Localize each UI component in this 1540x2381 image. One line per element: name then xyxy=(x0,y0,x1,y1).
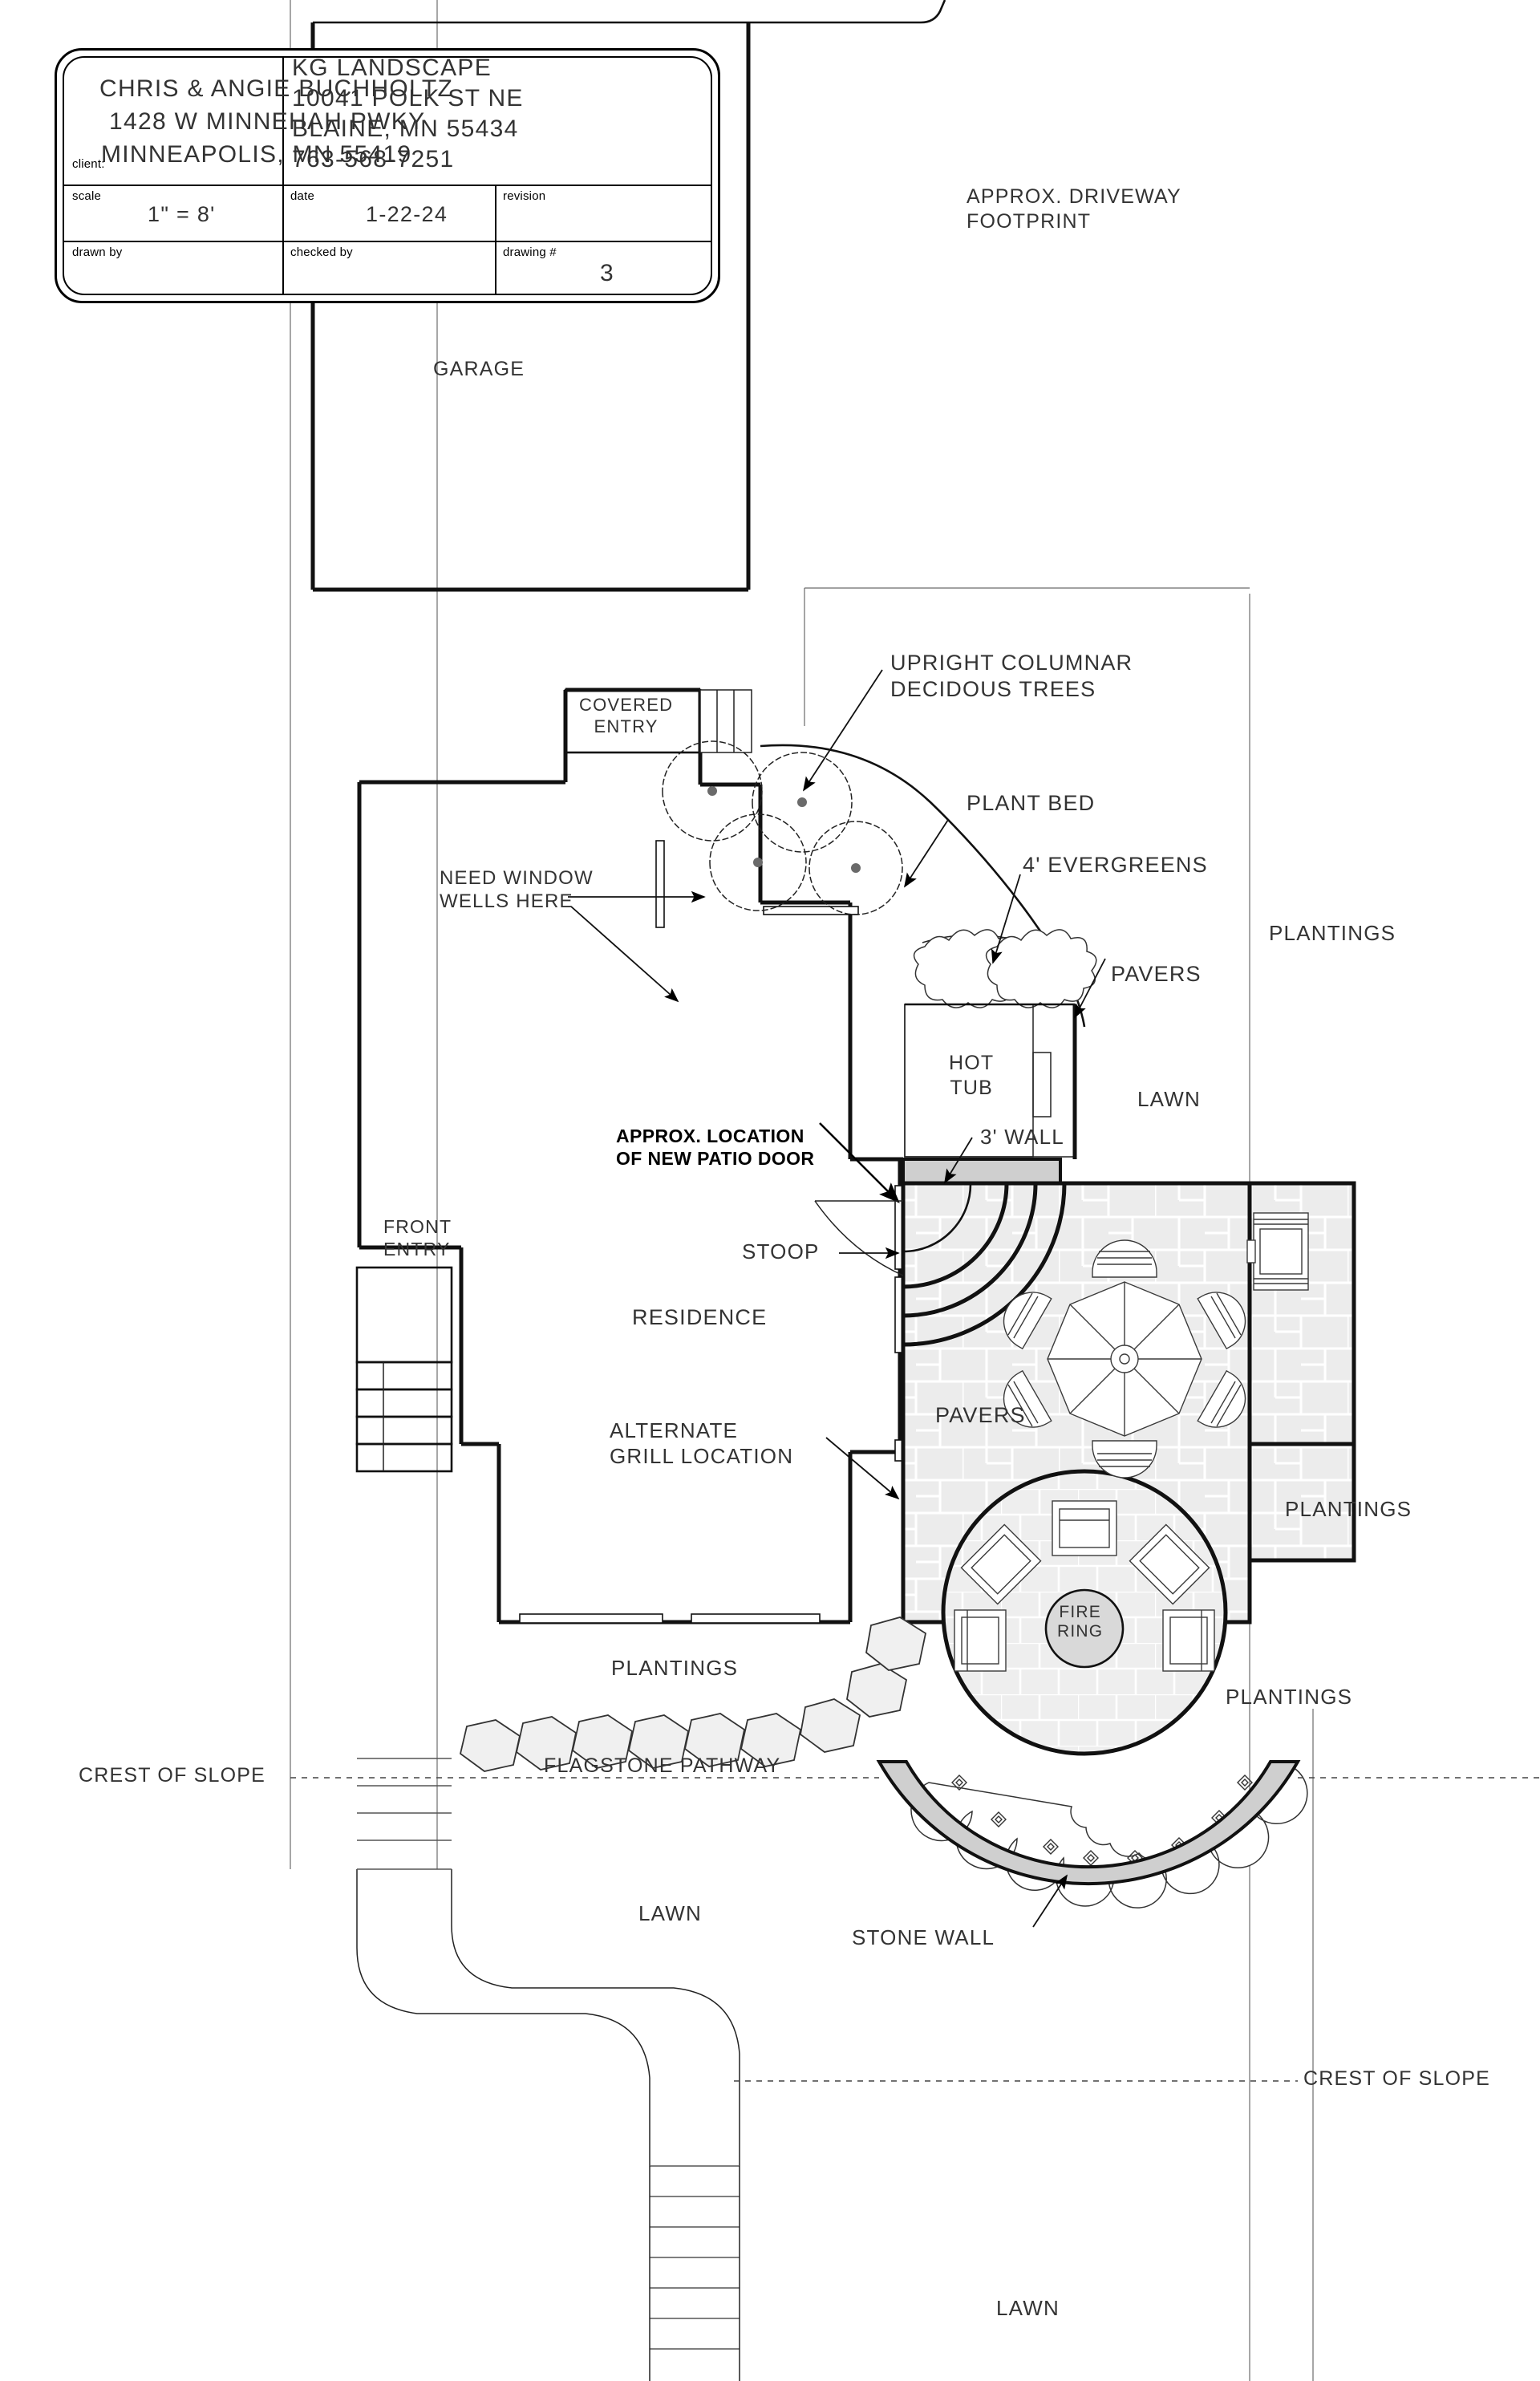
annotation-patio-door: APPROX. LOCATION OF NEW PATIO DOOR xyxy=(616,1126,815,1170)
tb-divider-4 xyxy=(495,185,496,294)
label-covered-entry: COVERED ENTRY xyxy=(579,695,674,736)
drawing-number-value[interactable]: 3 xyxy=(600,260,614,286)
stone-wall xyxy=(876,1760,1301,1886)
label-lawn-mid: LAWN xyxy=(638,1901,702,1925)
company-line-3: BLAINE, MN 55434 xyxy=(292,116,519,142)
flagstone-pathway xyxy=(459,1616,927,1772)
label-plantings-right-3: PLANTINGS xyxy=(1226,1685,1353,1709)
covered-entry-outline xyxy=(564,688,752,754)
label-driveway-footprint: APPROX. DRIVEWAY FOOTPRINT xyxy=(967,185,1181,233)
annotation-wall-3ft: 3' WALL xyxy=(980,1125,1064,1149)
annotation-evergreens: 4' EVERGREENS xyxy=(1023,853,1208,877)
label-plantings-left: PLANTINGS xyxy=(611,1656,739,1680)
client-line-3: MINNEAPOLIS, MN 55419 xyxy=(101,141,412,168)
date-value[interactable]: 1-22-24 xyxy=(366,202,448,226)
three-foot-wall xyxy=(902,1158,1062,1185)
annotation-stone-wall: STONE WALL xyxy=(852,1925,995,1949)
client-line-2: 1428 W MINNEHAH PWKY xyxy=(109,108,426,135)
label-fire-ring: FIRE RING xyxy=(1057,1603,1104,1641)
drawn-by-caption: drawn by xyxy=(72,245,123,259)
columnar-trees xyxy=(662,740,903,915)
scale-caption: scale xyxy=(72,189,102,203)
label-crest-of-slope-right: CREST OF SLOPE xyxy=(1303,2067,1491,2090)
annotation-upright-trees: UPRIGHT COLUMNAR DECIDOUS TREES xyxy=(890,651,1133,701)
drawing-number-caption: drawing # xyxy=(503,245,557,259)
rear-yard-lines xyxy=(804,587,1250,726)
label-stoop: STOOP xyxy=(742,1239,820,1264)
client-caption: client: xyxy=(72,157,105,171)
annotation-pavers-callout: PAVERS xyxy=(1111,962,1202,986)
scale-value[interactable]: 1" = 8' xyxy=(148,202,216,226)
front-walkway xyxy=(356,1758,740,2381)
label-lawn-bottom: LAWN xyxy=(996,2296,1060,2320)
evergreen-shrubs xyxy=(913,929,1097,1008)
label-hot-tub: HOT TUB xyxy=(949,1052,995,1099)
company-line-1: KG LANDSCAPE xyxy=(292,56,492,81)
label-residence: RESIDENCE xyxy=(632,1305,768,1329)
company-line-4: 763-568-7251 xyxy=(292,146,455,172)
revision-caption: revision xyxy=(503,189,546,203)
crest-of-slope-lines xyxy=(290,1777,1540,2082)
client-line-1: CHRIS & ANGIE BUCHHOLTZ xyxy=(99,75,454,102)
umbrella-dining-set xyxy=(1003,1239,1246,1478)
label-pavers-patio: PAVERS xyxy=(935,1403,1026,1427)
date-caption: date xyxy=(290,189,314,203)
tb-divider-3 xyxy=(282,185,284,294)
label-plantings-right-1: PLANTINGS xyxy=(1269,921,1396,945)
front-entry-steps xyxy=(355,1266,453,1473)
annotation-plant-bed: PLANT BED xyxy=(967,791,1096,815)
annotation-grill-alt: ALTERNATE GRILL LOCATION xyxy=(610,1418,794,1468)
label-plantings-right-2: PLANTINGS xyxy=(1285,1497,1412,1521)
company-line-2: 10041 POLK ST NE xyxy=(292,85,524,112)
label-front-entry: FRONT ENTRY xyxy=(383,1216,452,1260)
label-crest-of-slope-left: CREST OF SLOPE xyxy=(79,1764,266,1787)
annotation-window-wells: NEED WINDOW WELLS HERE xyxy=(440,867,594,913)
grill-unit xyxy=(1246,1212,1309,1291)
checked-by-caption: checked by xyxy=(290,245,353,259)
title-block-inner: client: CHRIS & ANGIE BUCHHOLTZ 1428 W M… xyxy=(63,56,712,295)
tb-divider-2 xyxy=(64,241,711,242)
tb-divider-1 xyxy=(64,185,711,186)
label-lawn-right: LAWN xyxy=(1137,1087,1201,1111)
title-block: client: CHRIS & ANGIE BUCHHOLTZ 1428 W M… xyxy=(55,48,720,303)
label-garage: GARAGE xyxy=(433,358,525,380)
fire-ring-chairs xyxy=(954,1500,1215,1672)
window-openings xyxy=(519,840,906,1624)
tb-divider-5 xyxy=(282,58,284,185)
leader-lines xyxy=(568,669,1106,1928)
label-flagstone-pathway: FLAGSTONE PATHWAY xyxy=(544,1754,781,1777)
hot-tub-area xyxy=(904,1003,1077,1159)
